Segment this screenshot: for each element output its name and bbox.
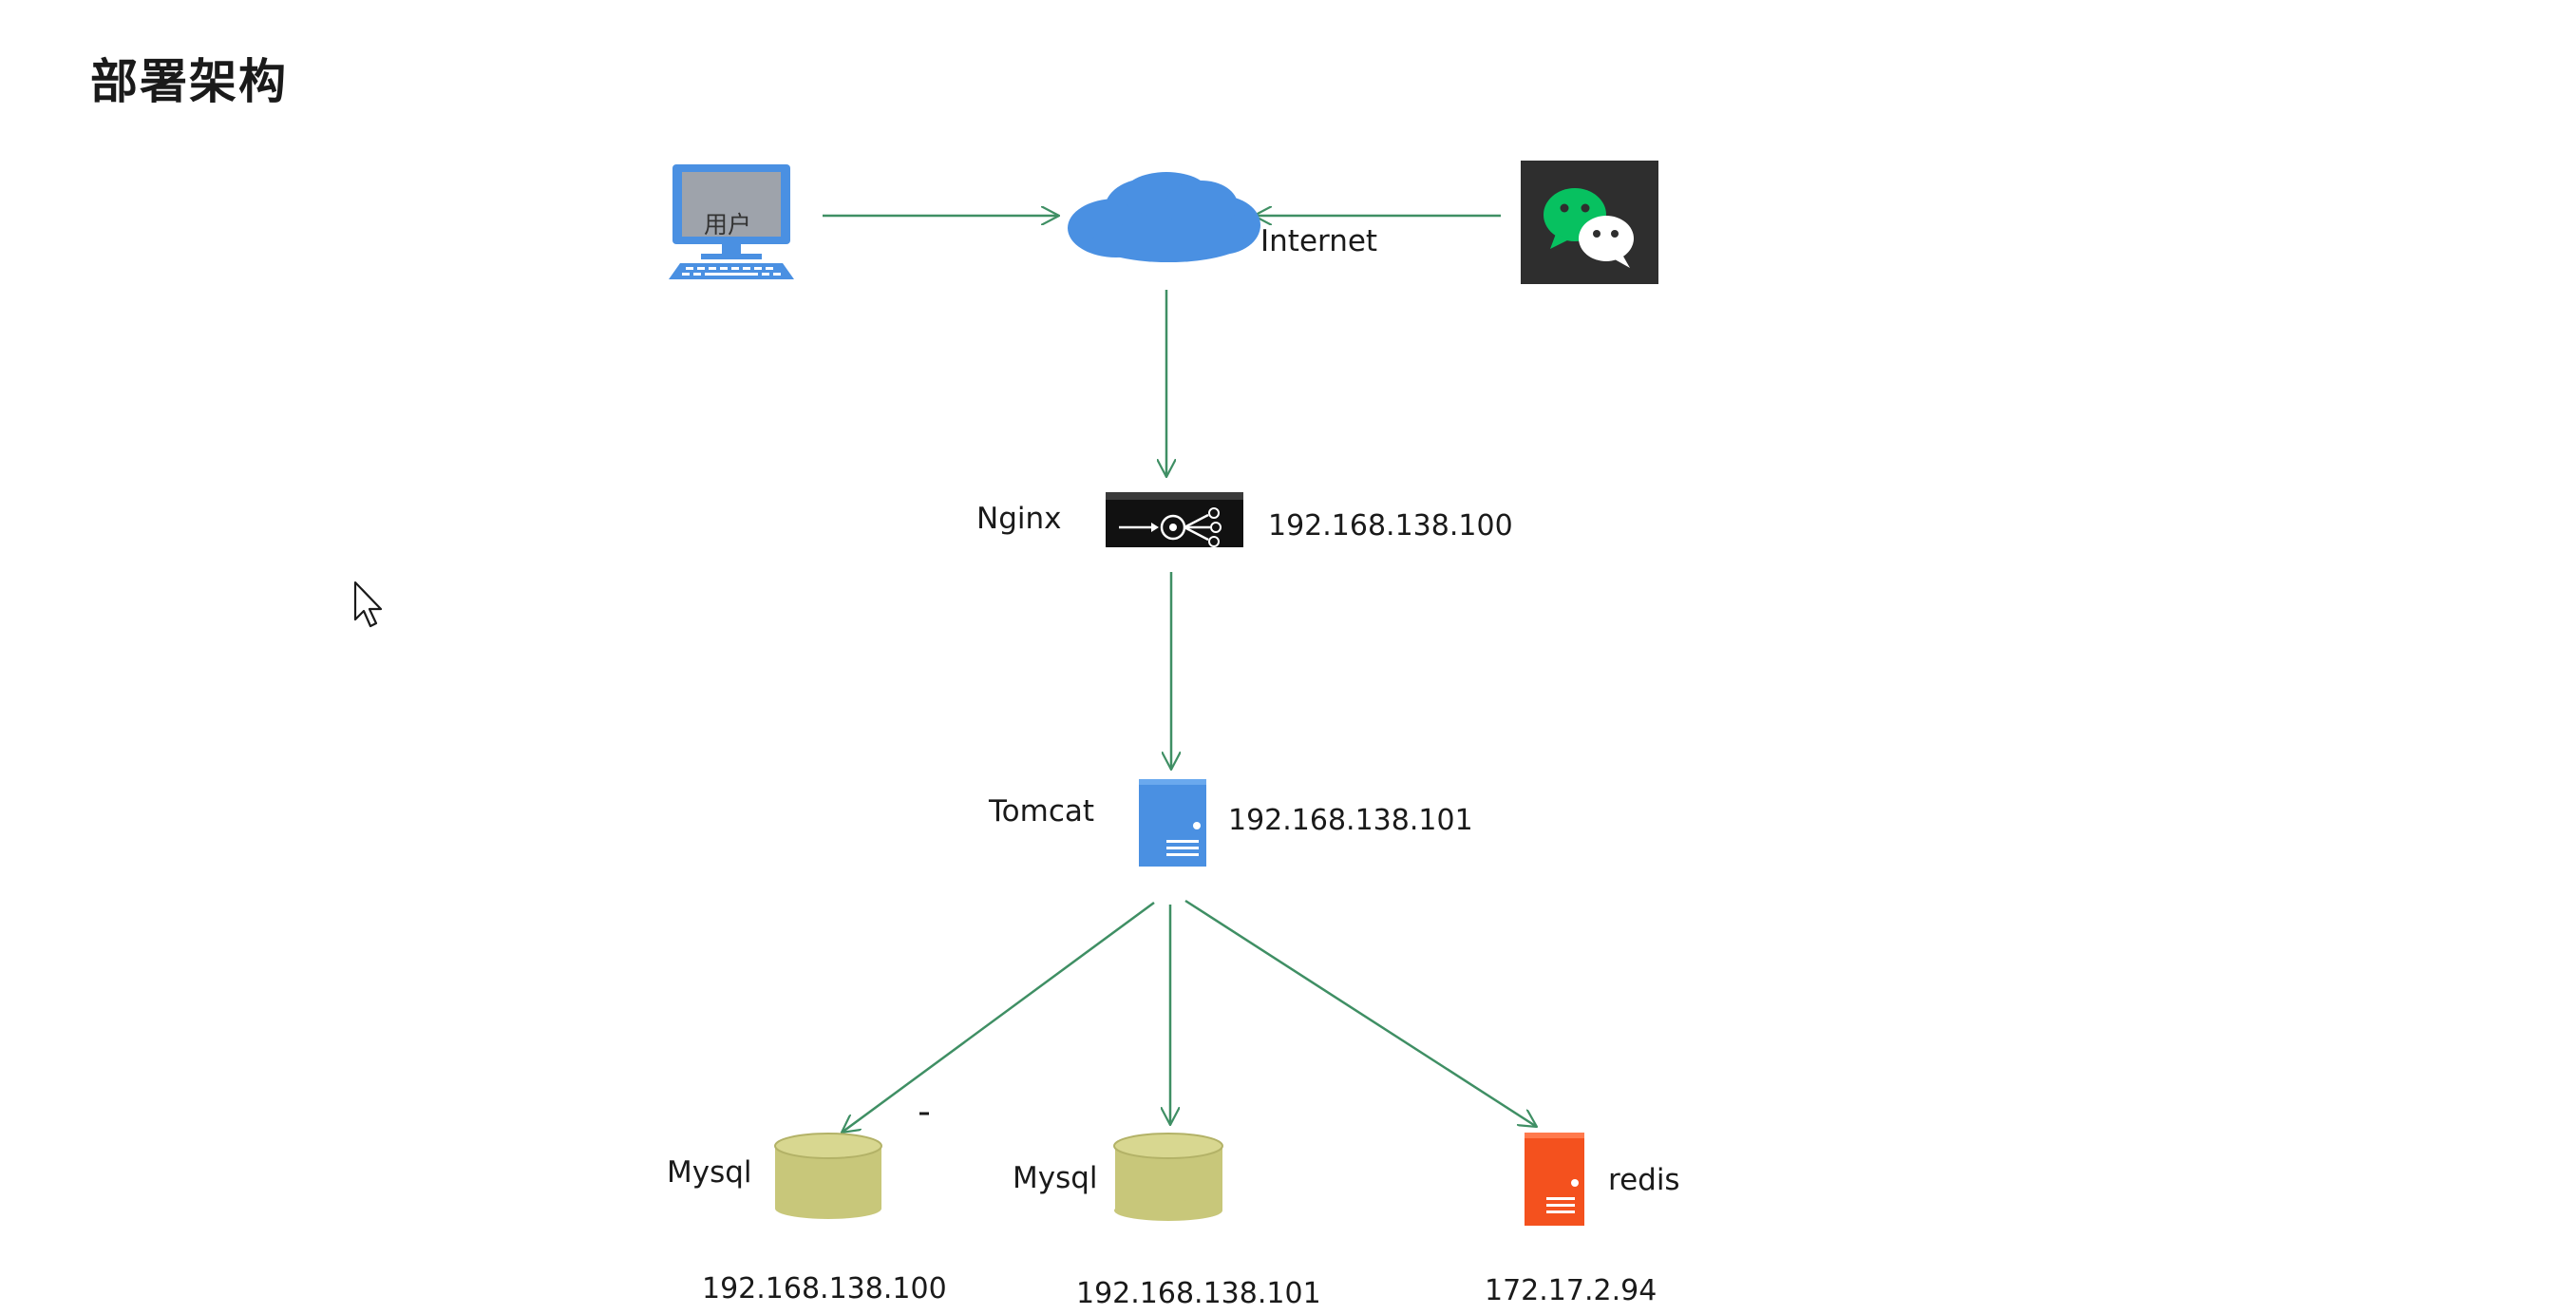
mouse-cursor-icon <box>353 581 383 628</box>
mysql-2-label: Mysql <box>1013 1161 1098 1195</box>
user-screen-label: 用户 <box>704 211 752 238</box>
arrow-tomcat-to-redis <box>1184 899 1537 1127</box>
redis-label: redis <box>1608 1163 1680 1197</box>
mysql-1-label: Mysql <box>667 1155 752 1190</box>
wechat-icon <box>1521 161 1658 284</box>
nginx-device-icon <box>1106 492 1243 547</box>
mysql-database-icon-2 <box>1113 1133 1223 1221</box>
computer-icon <box>669 164 794 279</box>
mysql-1-ip: 192.168.138.100 <box>702 1272 947 1305</box>
nginx-label: Nginx <box>976 502 1062 536</box>
tomcat-ip: 192.168.138.101 <box>1228 804 1473 837</box>
page-title: 部署架构 <box>90 54 288 109</box>
internet-label: Internet <box>1260 224 1378 258</box>
arrow-tomcat-to-mysql-1 <box>842 901 1155 1133</box>
tomcat-label: Tomcat <box>989 794 1095 829</box>
redis-server-icon <box>1525 1133 1584 1226</box>
tomcat-server-icon <box>1139 779 1206 867</box>
nginx-ip: 192.168.138.100 <box>1268 509 1513 543</box>
cloud-icon <box>1068 172 1260 262</box>
mysql-database-icon-1 <box>774 1133 882 1219</box>
redis-ip: 172.17.2.94 <box>1485 1274 1657 1307</box>
mysql-2-ip: 192.168.138.101 <box>1076 1277 1321 1310</box>
